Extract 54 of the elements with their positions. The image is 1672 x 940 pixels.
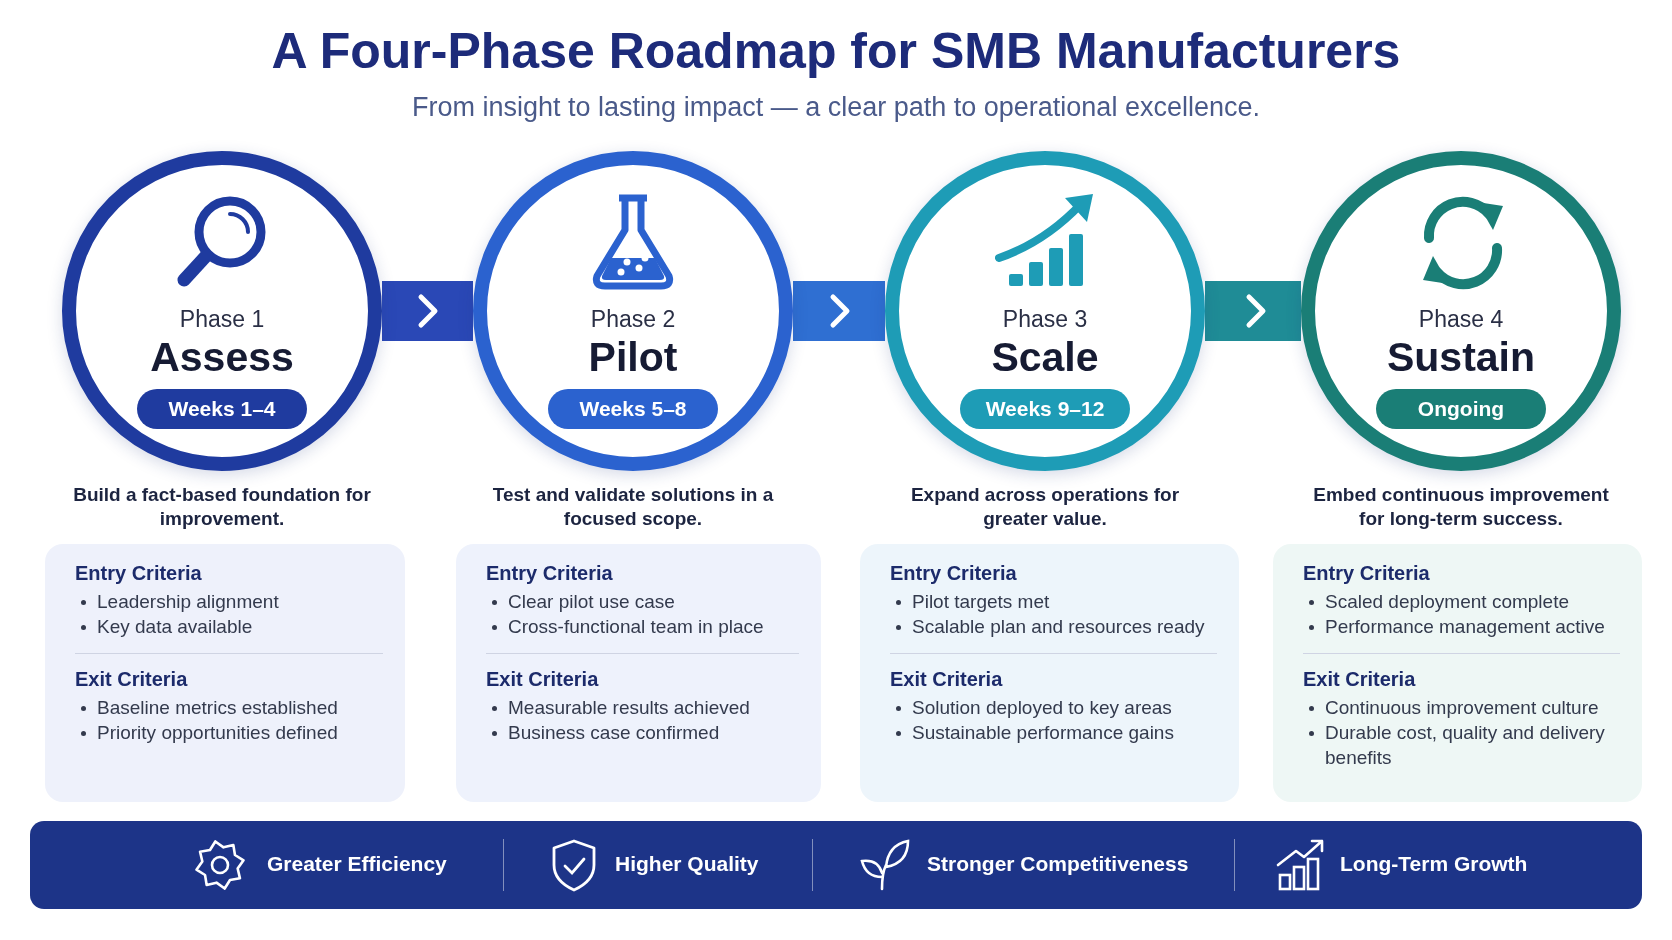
benefits-banner bbox=[30, 821, 1642, 909]
phase-number: Phase 3 bbox=[1001, 306, 1089, 333]
phase-number: Phase 4 bbox=[1417, 306, 1505, 333]
criteria-heading: Entry Criteria bbox=[75, 562, 203, 585]
phase-name: Assess bbox=[149, 334, 295, 381]
criteria-item: Key data available bbox=[97, 616, 253, 637]
criteria-heading: Exit Criteria bbox=[486, 668, 600, 691]
benefit-label: Stronger Competitiveness bbox=[927, 852, 1189, 876]
criteria-heading: Entry Criteria bbox=[1303, 562, 1431, 585]
duration-badge: Weeks 5–8 bbox=[548, 389, 718, 429]
phase-number: Phase 1 bbox=[178, 306, 266, 333]
criteria-item: Continuous improvement culture bbox=[1325, 697, 1599, 718]
phase-number: Phase 2 bbox=[589, 306, 677, 333]
criteria-heading: Exit Criteria bbox=[75, 668, 189, 691]
criteria-item: Performance management active bbox=[1325, 616, 1605, 637]
benefit-label: Greater Efficiency bbox=[267, 852, 447, 876]
benefit-label: Long-Term Growth bbox=[1340, 852, 1528, 876]
criteria-item: Pilot targets met bbox=[912, 591, 1050, 612]
criteria-item: Durable cost, quality and delivery benefits bbox=[1325, 722, 1605, 768]
criteria-item: Cross-functional team in place bbox=[508, 616, 764, 637]
criteria-item: Solution deployed to key areas bbox=[912, 697, 1172, 718]
duration-badge: Weeks 1–4 bbox=[137, 389, 307, 429]
criteria-card bbox=[860, 544, 1239, 802]
criteria-card bbox=[1273, 544, 1642, 802]
criteria-item: Priority opportunities defined bbox=[97, 722, 338, 743]
benefit-label: Higher Quality bbox=[615, 852, 759, 876]
criteria-item: Baseline metrics established bbox=[97, 697, 338, 718]
title: A Four-Phase Roadmap for SMB Manufacturers bbox=[270, 22, 1402, 80]
criteria-item: Leadership alignment bbox=[97, 591, 279, 612]
arrow bbox=[793, 281, 885, 341]
phase-description: Build a fact-based foundation for improvement. bbox=[72, 483, 372, 531]
criteria-item: Scaled deployment complete bbox=[1325, 591, 1569, 612]
phase-name: Scale bbox=[990, 334, 1100, 381]
criteria-heading: Exit Criteria bbox=[1303, 668, 1417, 691]
phase-description: Embed continuous improvement for long-term success. bbox=[1312, 483, 1610, 531]
duration-badge: Ongoing bbox=[1376, 389, 1546, 429]
criteria-card bbox=[456, 544, 821, 802]
criteria-item: Measurable results achieved bbox=[508, 697, 750, 718]
criteria-item: Business case confirmed bbox=[508, 722, 720, 743]
criteria-item: Sustainable performance gains bbox=[912, 722, 1174, 743]
criteria-card bbox=[45, 544, 405, 802]
subtitle: From insight to lasting impact — a clear path to operational excellence. bbox=[411, 92, 1261, 123]
criteria-heading: Exit Criteria bbox=[890, 668, 1004, 691]
criteria-heading: Entry Criteria bbox=[890, 562, 1018, 585]
arrow bbox=[382, 281, 473, 341]
phase-description: Expand across operations for greater value. bbox=[909, 483, 1181, 531]
duration-badge: Weeks 9–12 bbox=[960, 389, 1130, 429]
criteria-item: Clear pilot use case bbox=[508, 591, 675, 612]
phase-name: Pilot bbox=[587, 334, 679, 381]
criteria-heading: Entry Criteria bbox=[486, 562, 614, 585]
criteria-item: Scalable plan and resources ready bbox=[912, 616, 1205, 637]
phase-name: Sustain bbox=[1385, 334, 1537, 381]
arrow bbox=[1205, 281, 1301, 341]
phase-description: Test and validate solutions in a focused scope. bbox=[491, 483, 775, 531]
